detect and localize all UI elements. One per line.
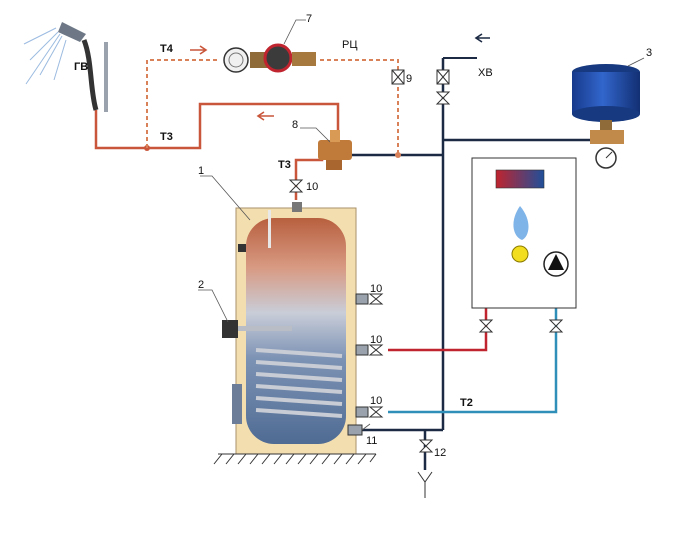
label-num-10-a: 10 [370,283,382,295]
flow-arrow-icon [474,33,490,43]
label-cold-water: ХВ [478,67,493,79]
label-t2: Т2 [460,397,473,409]
label-num-10-top: 10 [306,181,318,193]
label-t3: Т3 [160,131,173,143]
recirculation-pump-icon [223,43,316,73]
label-recirc-pump: РЦ [342,39,357,51]
boiler-valve-icon [478,319,564,333]
tank-valves [288,179,434,498]
cold-inlet-valve-icon [435,69,451,105]
label-t3-mixer: Т3 [278,159,291,171]
label-num-7: 7 [306,13,312,25]
label-num-10-c: 10 [370,395,382,407]
flow-arrow-icon [256,111,274,121]
electric-heater-icon [222,320,292,338]
inspection-flange [232,384,242,424]
label-hot-water: ГВ [74,61,88,73]
label-num-1: 1 [198,165,204,177]
flow-arrow-icon [190,45,208,55]
floor-hatch [213,453,377,465]
label-num-8: 8 [292,119,298,131]
label-num-3: 3 [646,47,652,59]
label-num-10-b: 10 [370,334,382,346]
mixing-valve-icon [318,130,352,170]
label-num-2: 2 [198,279,204,291]
flame-icon [513,206,529,240]
shower-head-icon [23,22,108,112]
leader-lines [198,19,645,431]
boiler-unit [471,157,577,309]
label-num-11: 11 [366,435,377,447]
sensor-port [238,244,246,252]
check-valve-icon [391,69,405,85]
label-num-12: 12 [434,447,446,459]
recirculation-pipe [146,59,399,155]
label-num-9: 9 [406,73,412,85]
label-t4: Т4 [160,43,174,55]
heating-coil [255,348,343,418]
expansion-tank-icon [572,64,640,169]
hot-water-pipe [94,102,340,200]
tee-junction-recirc [395,152,401,158]
